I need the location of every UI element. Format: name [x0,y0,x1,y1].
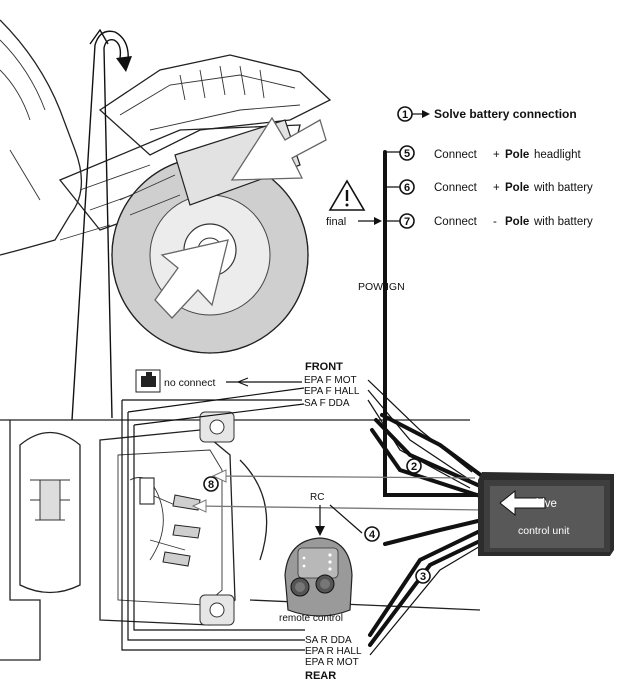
control-unit-label: control unit [518,525,569,537]
rc-label: RC [310,492,324,503]
rear-line-2: EPA R HALL [305,646,362,657]
front-line-2: EPA F HALL [304,386,360,397]
front-line-3: SA F DDA [304,398,350,409]
step6-badge: 6 [399,179,415,195]
svg-text:5: 5 [404,148,410,160]
step1-text: Solve battery connection [434,107,577,121]
svg-text:-: - [493,216,497,228]
svg-text:with battery: with battery [533,182,593,194]
warning-triangle-icon [328,179,366,211]
svg-text:headlight: headlight [534,149,581,161]
callout-8: 8 [203,476,219,492]
svg-text:+: + [493,182,500,194]
step7-badge: 7 [399,213,415,229]
svg-text:2: 2 [411,461,417,473]
step7-text: Connect - Pole with battery [434,216,593,228]
pow-ign-label: POW IGN [358,281,405,293]
rear-line-3: EPA R MOT [305,657,359,668]
final-label: final [326,216,346,228]
remote-control [284,537,353,617]
rear-title: REAR [305,670,336,682]
callout-2: 2 [406,458,422,474]
svg-text:Connect: Connect [434,149,478,161]
step5-text: Connect + Pole headlight [434,149,581,161]
svg-text:6: 6 [404,182,410,194]
front-wires [121,387,305,651]
rear-line-1: SA R DDA [305,635,352,646]
svg-text:Connect: Connect [434,182,478,194]
remote-caption: remote control [279,613,343,624]
drive-label: drive [532,498,557,510]
underseat-sketch [0,411,481,661]
front-harness [367,379,484,498]
svg-text:with battery: with battery [533,216,593,228]
svg-text:4: 4 [369,529,376,541]
svg-text:7: 7 [404,216,410,228]
rear-harness [368,518,484,656]
front-line-1: EPA F MOT [304,375,357,386]
no-connect-label: no connect [164,377,215,389]
step1-badge: 1 [397,106,413,122]
svg-text:Pole: Pole [505,216,529,228]
svg-text:Pole: Pole [505,149,529,161]
step5-badge: 5 [399,145,415,161]
motorcycle-sketch [0,19,332,421]
callout-4: 4 [364,526,380,542]
step6-text: Connect + Pole with battery [434,182,593,194]
svg-text:Connect: Connect [434,216,478,228]
svg-text:+: + [493,149,500,161]
plug-icon [135,369,161,393]
callout-3: 3 [415,568,431,584]
pointer-arrows [191,469,486,536]
svg-text:3: 3 [420,571,426,583]
control-unit [478,472,614,556]
svg-text:1: 1 [402,109,408,121]
front-title: FRONT [305,361,343,373]
svg-text:8: 8 [208,479,214,491]
svg-text:Pole: Pole [505,182,529,194]
